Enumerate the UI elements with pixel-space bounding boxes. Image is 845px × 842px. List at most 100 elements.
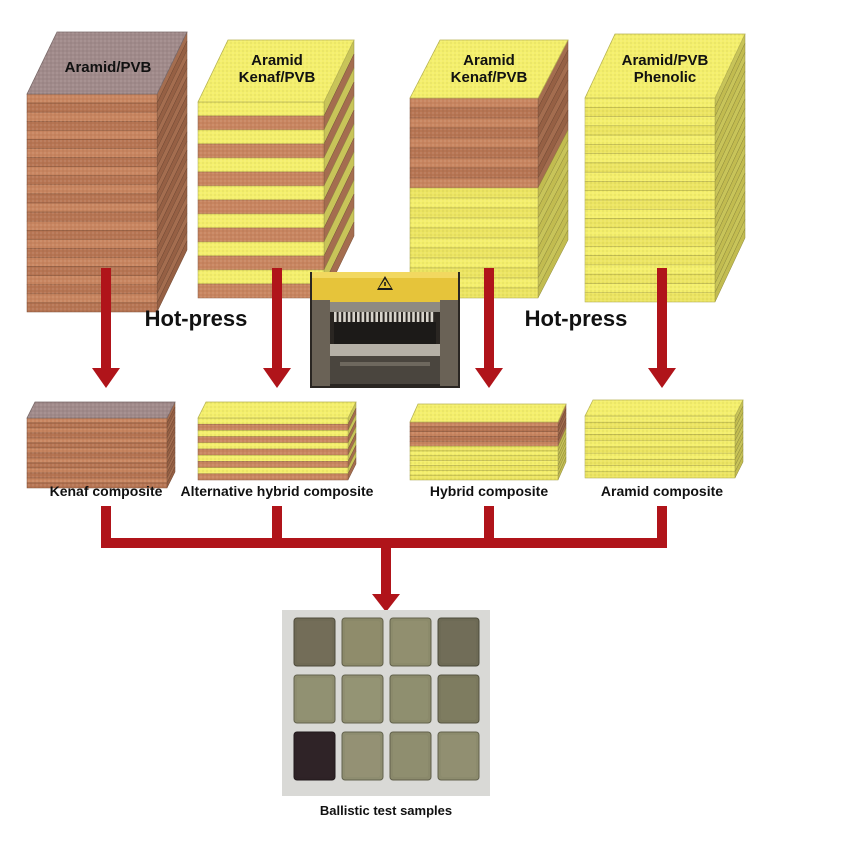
down-arrow-head [263,368,291,388]
press-platen-teeth [334,312,434,322]
stack-top-texture [27,402,175,418]
ballistic-sample-sheen [345,621,380,663]
press-tooth [338,312,342,322]
stack-front-texture [585,98,715,302]
stack-aramid-pvb-kenaf [26,31,188,313]
press-tooth [393,312,397,322]
stack-top-texture [585,400,743,416]
ballistic-sample-sheen [393,678,428,720]
press-tooth [389,312,392,322]
press-base [330,356,440,384]
stack-top-texture [585,34,745,98]
ballistic-sample-sheen [297,735,332,777]
samples-photo [282,610,490,796]
stack-label-line: Aramid [251,52,303,69]
press-tooth [412,312,415,322]
stack-alternating-hybrid [197,39,355,299]
press-top-highlight [312,272,458,278]
ballistic-sample-sheen [393,735,428,777]
stack-label-3: Aramid/PVB Phenolic [622,52,709,86]
down-arrow-shaft [484,268,494,368]
down-arrow-head [92,368,120,388]
down-arrow-shaft [101,268,111,368]
ballistic-sample-sheen [345,678,380,720]
stack-front-texture [198,102,324,298]
stack-top-texture [198,40,354,102]
press-tooth [398,312,401,322]
stack-front-texture [27,94,157,312]
press-base-line [340,362,430,366]
press-tooth [357,312,360,322]
merge-drop [484,506,494,546]
stack-label-2: Aramid Kenaf/PVB [451,52,528,86]
ballistic-sample-sheen [441,621,476,663]
stack-label-line: Aramid/PVB [65,59,152,76]
press-left-column [312,300,330,386]
press-tooth [366,312,369,322]
press-tooth [384,312,388,322]
hot-press-label-left: Hot-press [145,306,248,331]
stack-label-line: Aramid/PVB [622,52,709,69]
ballistic-sample-sheen [297,678,332,720]
merge-drop [272,506,282,546]
press-tooth [343,312,346,322]
merge-bar [101,538,667,548]
stack-top-texture [410,40,568,98]
stack-top-texture [410,404,566,422]
stack-label-line: Aramid [463,52,515,69]
stack-hybrid [409,39,569,299]
stack-label-1: Aramid Kenaf/PVB [239,52,316,86]
ballistic-sample-sheen [441,735,476,777]
stack-front-texture [410,422,558,480]
stack-label-line: Phenolic [634,69,697,86]
merge-connector [101,506,667,612]
press-tooth [375,312,378,322]
down-arrow-head [648,368,676,388]
down-arrows-top [92,268,676,388]
press-tooth [380,312,383,322]
down-arrow-shaft [657,268,667,368]
merge-arrow-head [372,594,400,612]
stack-top-texture [198,402,356,418]
press-upper-platen [330,302,440,312]
ballistic-sample-sheen [297,621,332,663]
stack-top-texture [27,32,187,94]
press-tooth [334,312,337,322]
press-lower-platen [330,344,440,356]
hot-press-photo [310,272,460,388]
press-tooth [430,312,434,322]
samples-label: Ballistic test samples [320,803,452,818]
stack-label-line: Kenaf/PVB [451,69,528,86]
stack-front-texture [410,98,538,298]
stack-front-texture [585,416,735,478]
ballistic-sample-sheen [393,621,428,663]
stack-aramid-phenolic [584,33,746,303]
stack-front-texture [27,418,167,488]
ballistic-sample-sheen [345,735,380,777]
press-tooth [426,312,429,322]
press-tooth [407,312,411,322]
merge-drop [657,506,667,546]
composite-panel-kenaf [26,401,176,489]
stack-front-texture [198,418,348,480]
press-tooth [416,312,420,322]
composite-panel-aramid [584,399,744,479]
sample-grid [293,617,480,781]
press-tooth [361,312,365,322]
merge-down-shaft [381,546,391,596]
composite-label-aramid: Aramid composite [601,483,723,499]
down-arrow-head [475,368,503,388]
composite-panel-hybrid [409,403,567,481]
stack-label-line: Kenaf/PVB [239,69,316,86]
down-arrow-shaft [272,268,282,368]
press-tooth [352,312,355,322]
ballistic-sample-sheen [441,678,476,720]
hot-press-label-right: Hot-press [525,306,628,331]
press-tooth [403,312,406,322]
stack-label-0: Aramid/PVB [65,59,152,76]
press-tooth [421,312,424,322]
press-gap [334,322,436,344]
press-tooth [370,312,374,322]
press-tooth [347,312,351,322]
